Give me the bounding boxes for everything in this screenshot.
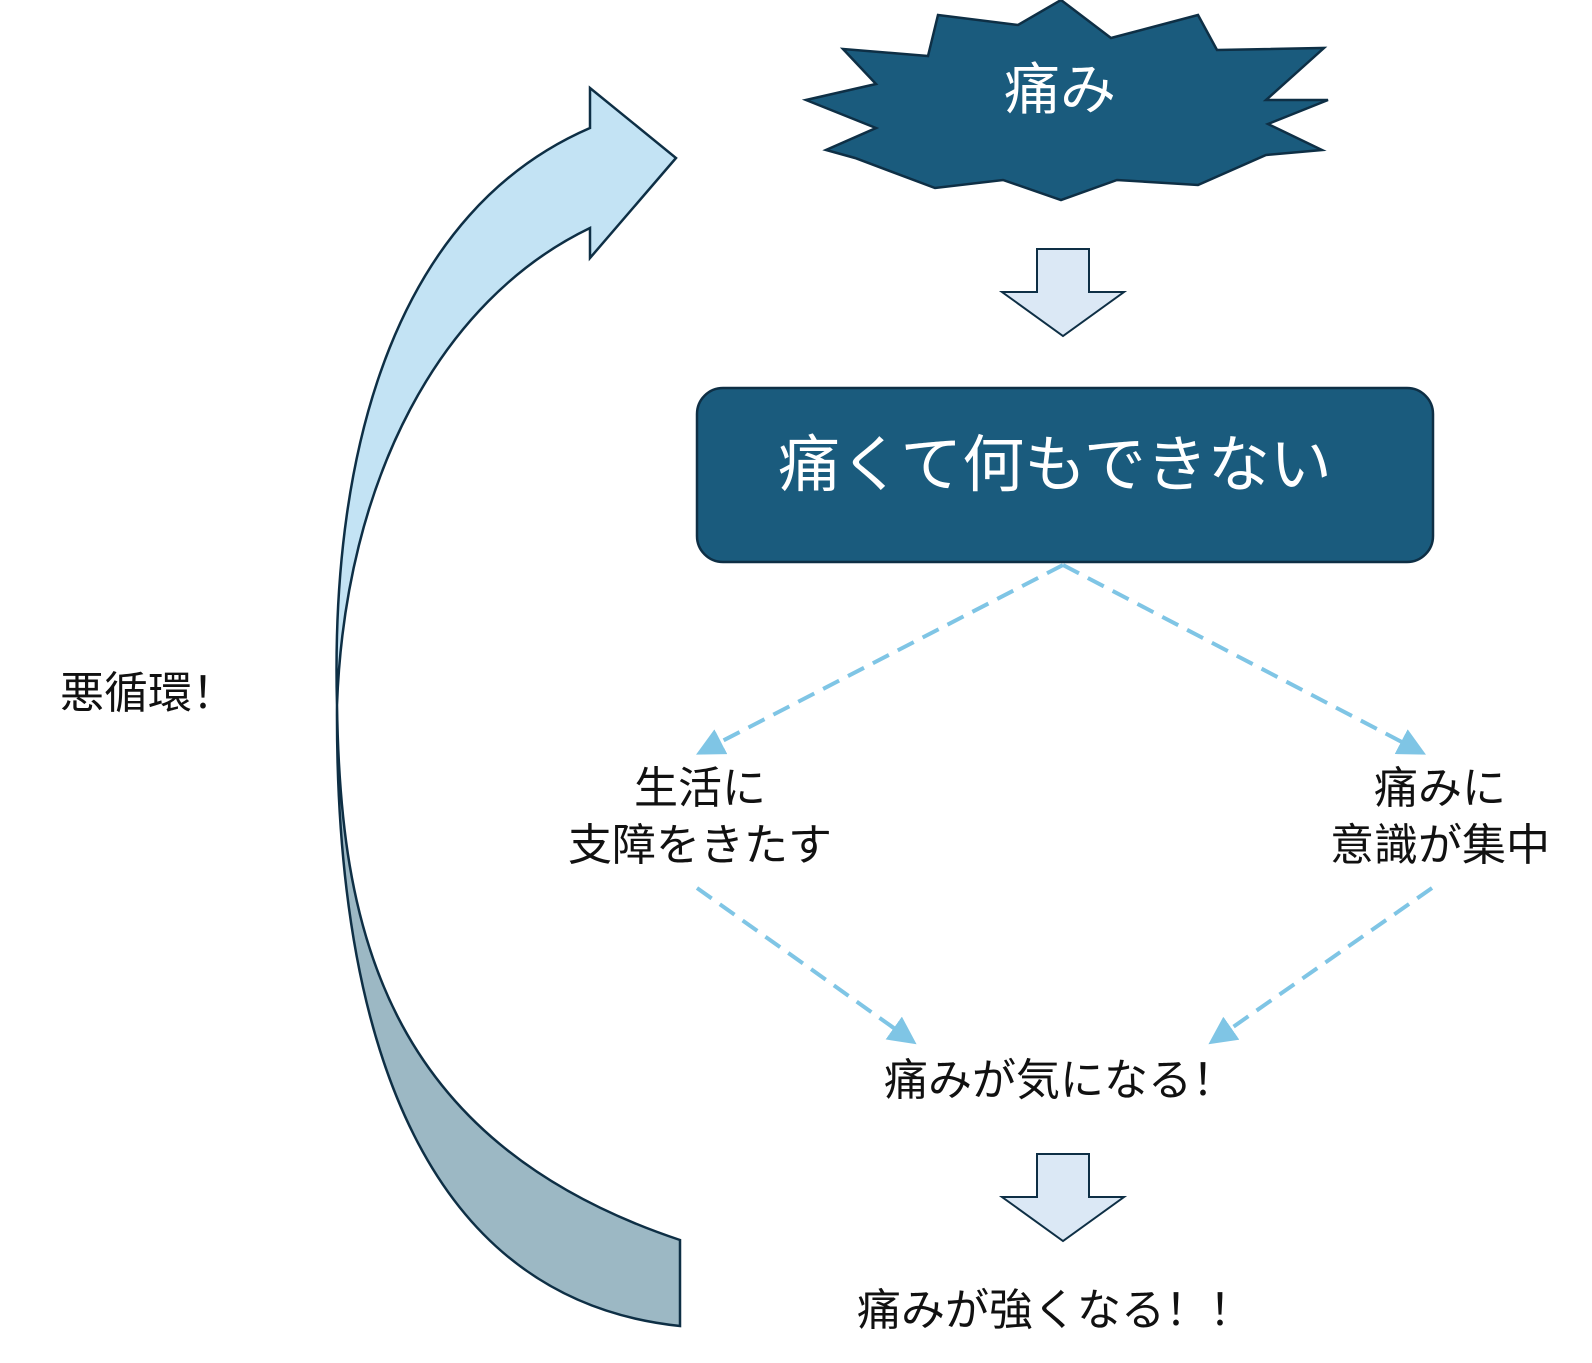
life-disrupted-line-1: 生活に: [634, 763, 766, 814]
vicious-cycle-label: 悪循環！: [60, 668, 236, 719]
dashed-connector-right-top: [1062, 563, 1426, 755]
pain-on-mind-label: 痛みが気になる！: [884, 1055, 1236, 1106]
dashed-connector-left-top: [696, 563, 1064, 755]
down-arrow-icon: [998, 248, 1128, 338]
curved-cycle-arrow-lower: [335, 704, 682, 1328]
life-disrupted-line-2: 支障をきたす: [568, 820, 832, 872]
down-arrow-icon: [998, 1153, 1128, 1243]
pain-label: 痛み: [1004, 58, 1116, 123]
cannot-do-label: 痛くて何もできない: [778, 428, 1332, 501]
focus-on-pain-line-2: 意識が集中: [1330, 820, 1550, 872]
pain-starburst: [801, 0, 1329, 202]
focus-on-pain-label: 痛みに 意識が集中: [1290, 760, 1590, 874]
curved-cycle-arrow-icon: [335, 85, 678, 706]
life-disrupted-label: 生活に 支障をきたす: [530, 760, 870, 874]
dashed-connector-right-bottom: [1208, 886, 1434, 1045]
cannot-do-box: [695, 386, 1435, 564]
dashed-connector-left-bottom: [695, 886, 917, 1045]
pain-stronger-label: 痛みが強くなる！！: [857, 1285, 1253, 1336]
focus-on-pain-line-1: 痛みに: [1374, 763, 1506, 814]
